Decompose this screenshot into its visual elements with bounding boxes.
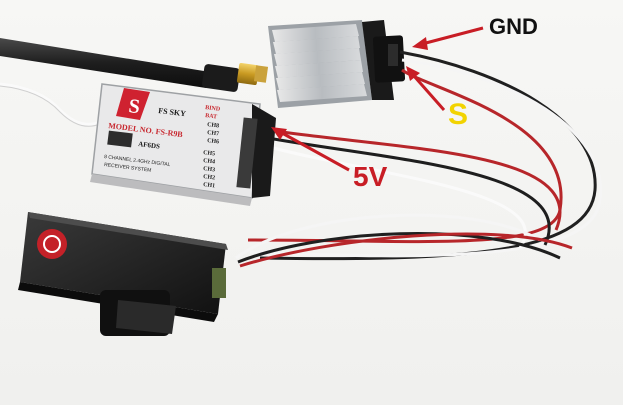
ch-label: CH1 — [203, 182, 216, 189]
receiver-channel-labels-top: CH8 CH7 CH6 — [207, 122, 220, 145]
camera-wire-red — [239, 232, 573, 268]
annotation-arrows — [271, 26, 484, 172]
receiver-logo-letter: S — [127, 95, 141, 118]
action-camera — [18, 212, 228, 336]
camera-wire-white — [235, 213, 541, 260]
white-wire-left — [0, 82, 101, 126]
arrow-gnd — [412, 26, 484, 50]
ch-label: CH4 — [203, 158, 216, 165]
wire-white-signal — [249, 58, 603, 258]
ch-label: CH2 — [203, 174, 216, 181]
antenna — [0, 38, 269, 92]
label-5v: 5V — [353, 161, 388, 192]
receiver-wire-white — [265, 144, 527, 249]
ch-label: CH7 — [207, 130, 220, 137]
receiver-brand: FS SKY — [158, 106, 187, 118]
white-wire-left-shadow — [0, 85, 101, 127]
arrow-5v — [271, 127, 350, 172]
receiver-bat-label: BAT — [205, 113, 218, 120]
ch-label: CH8 — [207, 122, 220, 129]
ch-label: CH6 — [207, 138, 220, 145]
label-signal: S — [448, 98, 469, 131]
arrow-signal — [406, 66, 446, 111]
ch-label: CH5 — [203, 150, 216, 157]
receiver-desc-2: RECEIVER SYSTEM — [104, 162, 152, 174]
camera-record-button — [37, 229, 67, 259]
receiver-bind-label: BIND — [205, 105, 221, 113]
receiver-code: AF6DS — [138, 140, 161, 151]
video-transmitter — [268, 20, 406, 108]
receiver-wire-black — [267, 136, 551, 246]
ch-label: CH3 — [203, 166, 216, 173]
heatsink-fins — [272, 24, 367, 102]
receiver-wire-red — [267, 128, 562, 231]
receiver: S FS SKY MODEL NO. FS-R9B AF6DS 8 CHANNE… — [90, 83, 276, 206]
label-gnd: GND — [489, 14, 538, 39]
camera-wire-black — [237, 232, 561, 264]
receiver-channel-labels-bottom: CH5 CH4 CH3 CH2 CH1 — [203, 150, 216, 189]
